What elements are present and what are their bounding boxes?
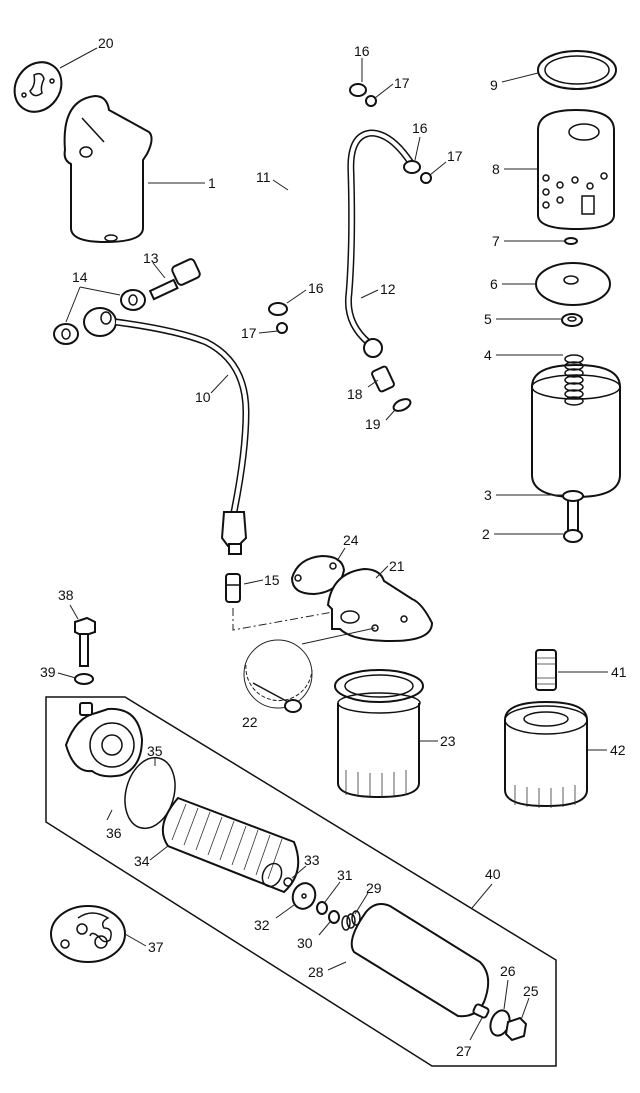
part-5-seal: 5 (484, 311, 583, 327)
part-11-oil-pipe: 11 (256, 45, 349, 301)
part-34-filter-element: 34 (134, 796, 300, 894)
part-7-o-ring: 7 (492, 233, 578, 249)
callout-35: 35 (147, 743, 163, 759)
part-1-filter-housing: 1 (63, 94, 216, 244)
callout-33: 33 (304, 852, 320, 868)
part-18-adaptor: 18 (347, 365, 395, 402)
callout-3: 3 (484, 487, 492, 503)
part-31-washer: 31 (316, 867, 353, 915)
callout-37: 37 (148, 939, 164, 955)
callout-17-top: 17 (394, 75, 410, 91)
part-32-washer: 32 (254, 882, 317, 933)
callout-10: 10 (195, 389, 211, 405)
callout-32: 32 (254, 917, 270, 933)
callout-2: 2 (482, 526, 490, 542)
part-42-spin-on-filter: 42 (504, 700, 626, 808)
callout-13: 13 (143, 250, 159, 266)
callout-30: 30 (297, 935, 313, 951)
callout-18: 18 (347, 386, 363, 402)
part-6-pressure-plate: 6 (490, 262, 611, 306)
part-16-17-union-low: 16 17 (241, 280, 324, 341)
part-25-drain-bolt: 25 (504, 983, 539, 1042)
part-15-adaptor: 15 (225, 572, 334, 631)
part-20-gasket: 20 (13, 35, 114, 113)
callout-21: 21 (389, 558, 405, 574)
part-30-washer: 30 (297, 910, 340, 951)
callout-15: 15 (264, 572, 280, 588)
part-16-17-union-top: 16 17 (349, 43, 410, 107)
part-4-spring-and-bowl: 4 (484, 347, 621, 499)
part-3-washer: 3 (484, 487, 584, 540)
callout-23: 23 (440, 733, 456, 749)
part-8-filter-element: 8 (492, 108, 615, 231)
callout-36: 36 (106, 825, 122, 841)
callout-6: 6 (490, 276, 498, 292)
callout-12: 12 (380, 281, 396, 297)
callout-27: 27 (456, 1043, 472, 1059)
part-16-17-union-mid: 16 17 (403, 120, 463, 184)
callout-19: 19 (365, 416, 381, 432)
part-9-sealing-ring: 9 (490, 50, 617, 93)
callout-40: 40 (485, 866, 501, 882)
callout-7: 7 (492, 233, 500, 249)
callout-41: 41 (611, 664, 627, 680)
callout-38: 38 (58, 587, 74, 603)
callout-34: 34 (134, 853, 150, 869)
callout-14: 14 (72, 269, 88, 285)
part-33-o-ring: 33 (283, 852, 320, 887)
part-19-washer: 19 (365, 398, 412, 432)
callout-8: 8 (492, 161, 500, 177)
part-39-washer: 39 (40, 664, 94, 685)
kit-40-boundary: 40 (45, 696, 557, 1067)
callout-39: 39 (40, 664, 56, 680)
part-29-spring: 29 (341, 880, 382, 931)
callout-31: 31 (337, 867, 353, 883)
part-36-filter-housing: 36 (64, 702, 144, 841)
callout-5: 5 (484, 311, 492, 327)
part-12-oil-pipe: 12 (344, 129, 414, 358)
callout-9: 9 (490, 77, 498, 93)
part-23-filter-cartridge: 23 (334, 669, 456, 799)
callout-28: 28 (308, 964, 324, 980)
part-21-filter-head: 21 (326, 558, 434, 643)
callout-4: 4 (484, 347, 492, 363)
part-38-bolt: 38 (58, 587, 96, 667)
callout-24: 24 (343, 532, 359, 548)
part-22-bolt-detail: 22 (242, 627, 376, 730)
part-10-banjo-pipe: 10 (83, 307, 250, 555)
callout-29: 29 (366, 880, 382, 896)
part-27-seal: 27 (456, 1003, 490, 1059)
callout-42: 42 (610, 742, 626, 758)
callout-25: 25 (523, 983, 539, 999)
callout-17-mid: 17 (447, 148, 463, 164)
part-14-washers: 14 (53, 269, 146, 345)
callout-16-top: 16 (354, 43, 370, 59)
callout-22: 22 (242, 714, 258, 730)
part-41-adaptor: 41 (535, 649, 627, 691)
part-35-sealing-ring: 35 (124, 743, 176, 830)
callout-26: 26 (500, 963, 516, 979)
callout-1: 1 (208, 175, 216, 191)
callout-20: 20 (98, 35, 114, 51)
callout-16-low: 16 (308, 280, 324, 296)
callout-16-mid: 16 (412, 120, 428, 136)
callout-11: 11 (256, 169, 271, 185)
callout-17-low: 17 (241, 325, 257, 341)
part-28-filter-bowl: 28 (308, 903, 490, 1018)
part-13-banjo-bolt: 13 (143, 250, 201, 301)
part-2-centre-bolt: 2 (482, 526, 583, 543)
part-37-gasket: 37 (50, 905, 164, 963)
part-24-gasket: 24 (290, 532, 359, 596)
